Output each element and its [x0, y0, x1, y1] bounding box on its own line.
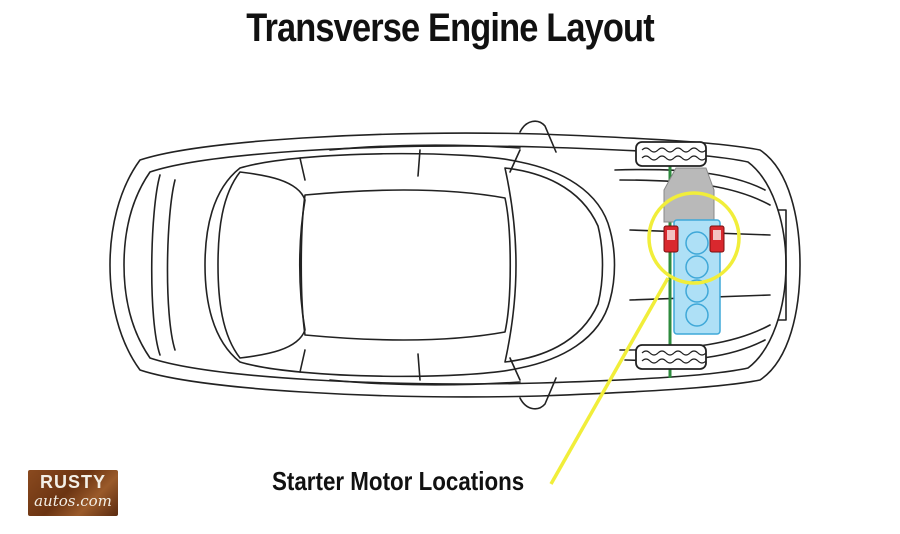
- front-wheels: [635, 141, 707, 370]
- starter-highlight: [549, 191, 741, 485]
- logo-top-text: RUSTY: [39, 472, 106, 492]
- engine-block: [673, 219, 721, 335]
- callout-label: Starter Motor Locations: [272, 466, 525, 496]
- car-body: [109, 120, 801, 410]
- logo-bottom-text: autos.com: [34, 492, 112, 510]
- rusty-autos-logo: RUSTY autos.com: [28, 470, 118, 516]
- diagram-title: Transverse Engine Layout: [246, 6, 654, 50]
- starter-motors: [663, 225, 725, 253]
